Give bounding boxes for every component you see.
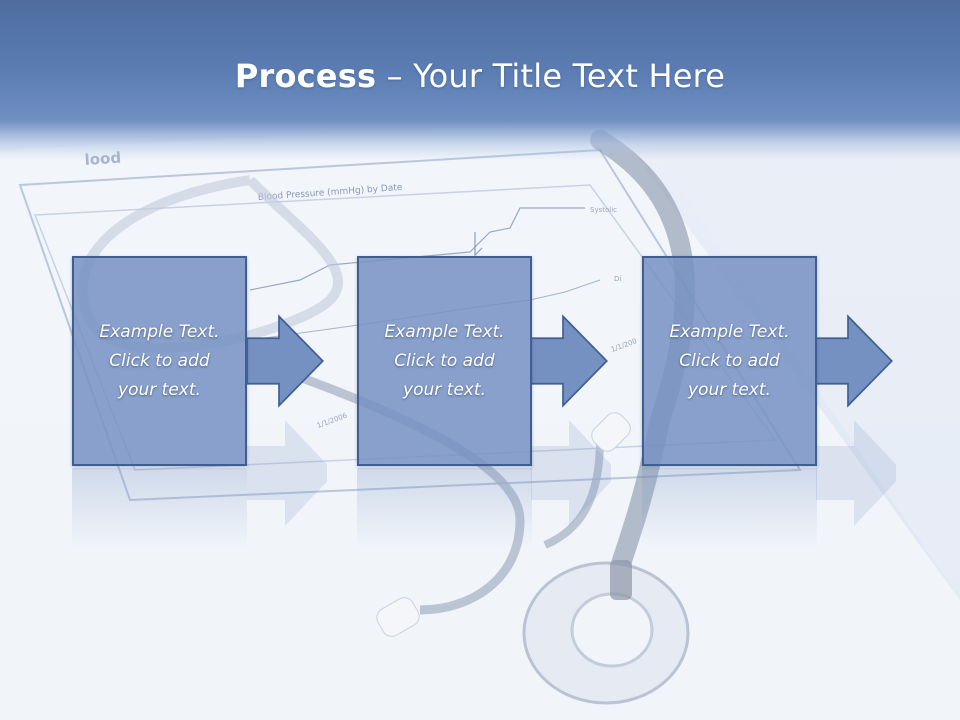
step-3-text: Example Text. Click to add your text. [669,318,789,405]
step-3-line-3: your text. [688,379,771,400]
step-1-line-1: Example Text. [99,321,220,342]
step-2-text: Example Text. Click to add your text. [384,318,504,405]
process-step-2[interactable]: Example Text. Click to add your text. [357,256,532,466]
step-2-line-1: Example Text. [384,321,505,342]
step-2-reflection [357,468,532,548]
step-1-text: Example Text. Click to add your text. [99,318,219,405]
step-1-line-2: Click to add [109,350,210,371]
step-1-line-3: your text. [118,379,201,400]
step-2-line-2: Click to add [394,350,495,371]
step-3-line-2: Click to add [679,350,780,371]
step-3-reflection [642,468,817,548]
step-1-reflection [72,468,247,548]
arrow-2-reflection [531,420,611,526]
arrow-1-reflection [247,420,327,526]
series-label-text: Systolic [590,206,617,214]
arrow-3-reflection [816,420,896,526]
arrow-right-icon [531,314,608,408]
process-step-3[interactable]: Example Text. Click to add your text. [642,256,817,466]
step-2-line-3: your text. [403,379,486,400]
title-bold-word: Process [234,57,377,95]
process-step-1[interactable]: Example Text. Click to add your text. [72,256,247,466]
slide-title[interactable]: Process – Your Title Text Here [0,50,960,102]
step-3-line-1: Example Text. [669,321,790,342]
arrow-right-icon [816,314,893,408]
series-label-2-text: Di [614,275,621,283]
title-band [0,0,960,160]
arrow-right-icon [247,314,324,408]
title-rest: – Your Title Text Here [376,57,726,95]
